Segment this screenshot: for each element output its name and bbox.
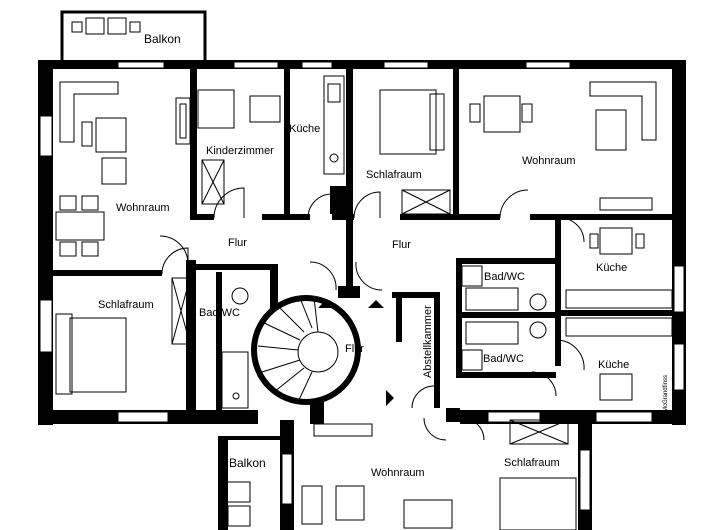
room-label-balkon-top: Balkon xyxy=(144,32,181,46)
furniture-wohnraum-left xyxy=(55,81,191,257)
room-label-kueche-right-top: Küche xyxy=(596,262,627,274)
balcony-bottom xyxy=(223,481,251,527)
room-label-bad-right-top: Bad/WC xyxy=(484,271,525,283)
balcony-chair-icon xyxy=(85,17,105,35)
room-label-flur-mid: Flur xyxy=(392,239,411,251)
room-label-flur-left: Flur xyxy=(228,237,247,249)
furniture-wohnraum-top-right xyxy=(469,81,657,211)
room-label-schlafraum-bottom: Schlafraum xyxy=(504,457,560,469)
balcony-top xyxy=(60,10,207,64)
room-label-wohnraum-top-right: Wohnraum xyxy=(522,155,576,167)
room-label-balkon-bottom: Balkon xyxy=(229,456,266,470)
credit-text: McGrandfinss xyxy=(663,375,669,412)
room-label-kueche-right-bottom: Küche xyxy=(598,359,629,371)
room-label-schlafraum-left: Schlafraum xyxy=(98,299,154,311)
room-label-wohnraum-bottom: Wohnraum xyxy=(371,467,425,479)
room-label-kinderzimmer: Kinderzimmer xyxy=(206,145,274,157)
furniture-schlafraum-bottom xyxy=(499,419,577,530)
furniture-schlafraum-top xyxy=(379,89,451,215)
room-label-wohnraum-left: Wohnraum xyxy=(116,202,170,214)
windows xyxy=(39,61,685,511)
room-label-bad-left: Bad/WC xyxy=(199,307,240,319)
furniture-kueche-right xyxy=(565,227,673,401)
room-label-abstellkammer: Abstellkammer xyxy=(422,305,434,378)
furniture-kinderzimmer xyxy=(197,89,281,205)
furniture-bad-right xyxy=(461,265,547,371)
furniture-bad-left xyxy=(221,287,249,409)
room-label-flur-stair: Flur xyxy=(345,343,364,355)
room-label-schlafraum-top: Schlafraum xyxy=(366,169,422,181)
room-label-bad-right-bottom: Bad/WC xyxy=(483,353,524,365)
doors xyxy=(159,187,585,441)
furniture-wohnraum-bottom xyxy=(301,423,453,529)
furniture-kueche-top xyxy=(323,75,345,175)
furniture-schlafraum-left xyxy=(55,277,191,395)
interior-walls xyxy=(52,68,678,424)
staircase xyxy=(251,295,394,406)
room-label-kueche-top: Küche xyxy=(289,123,320,135)
